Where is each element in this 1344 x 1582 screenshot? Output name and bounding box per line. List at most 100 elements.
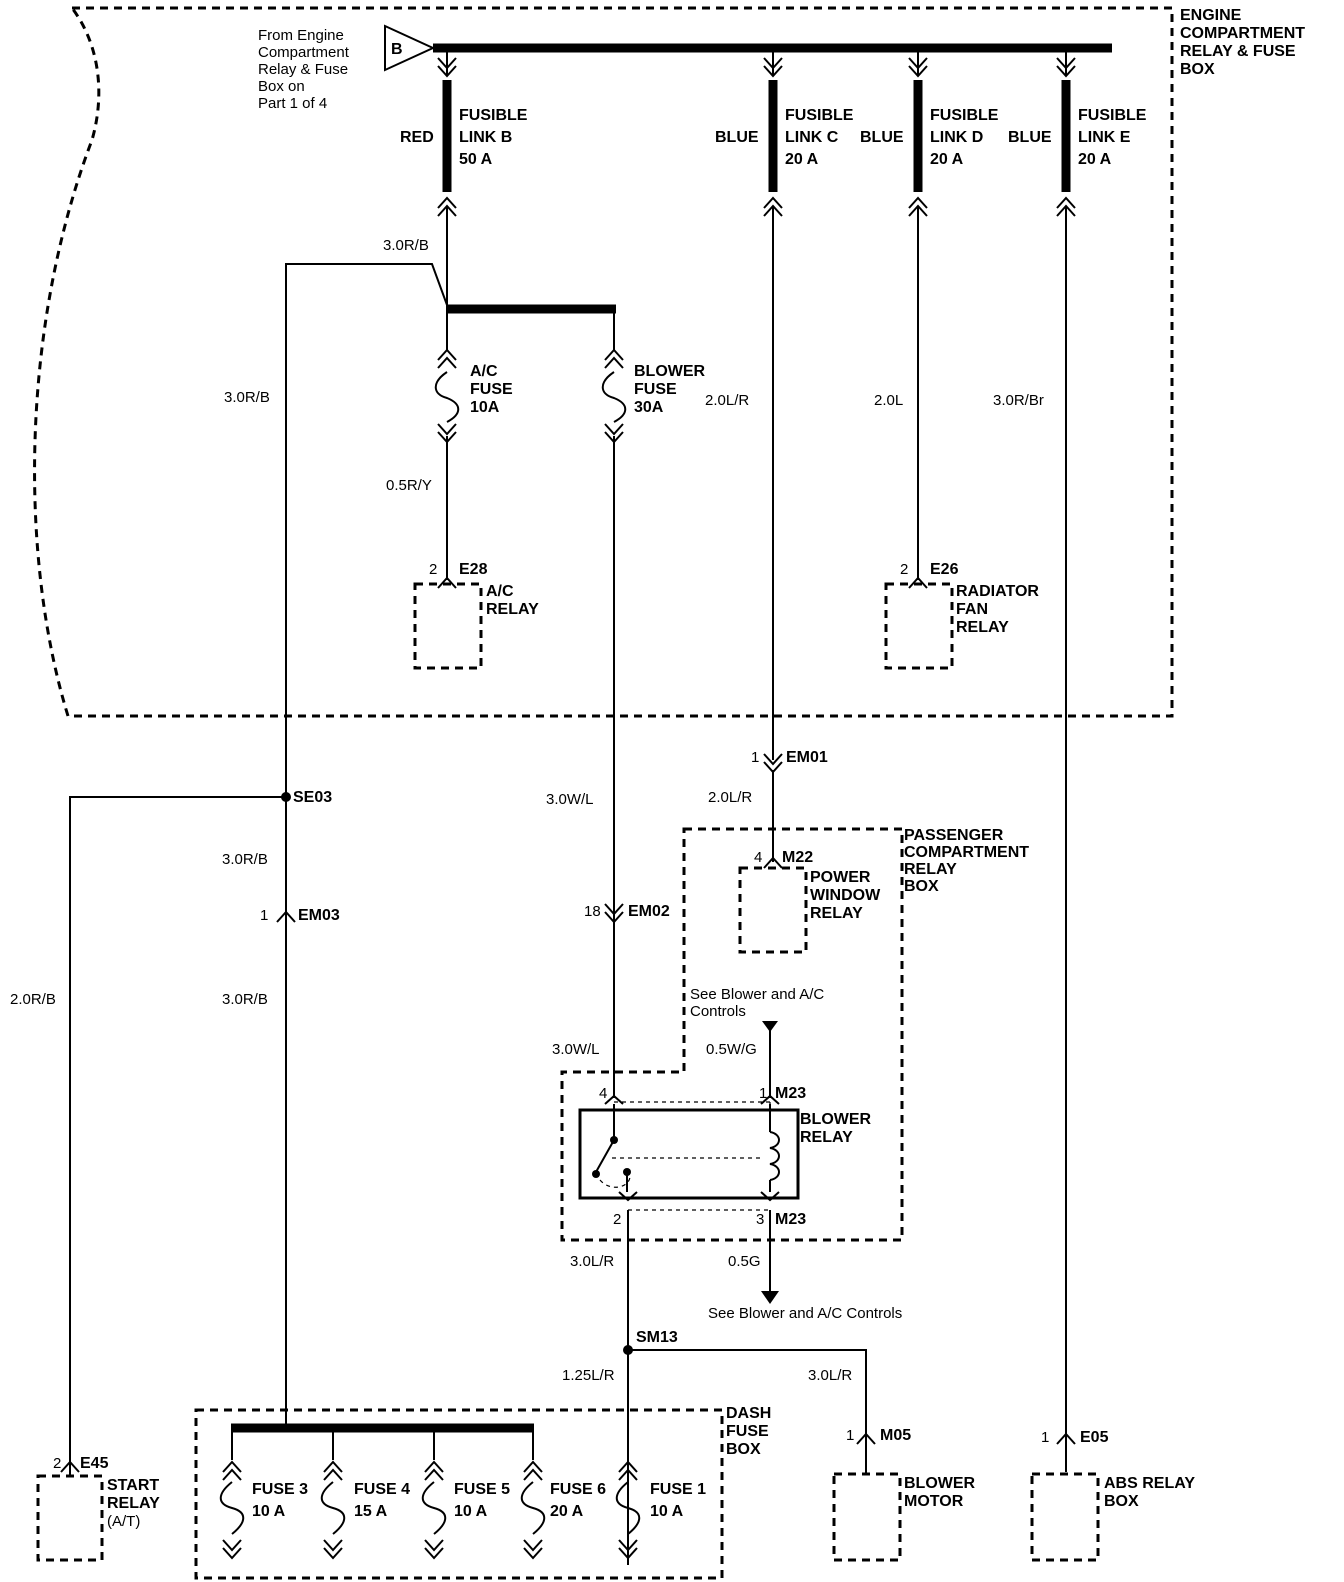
svg-text:RELAY: RELAY bbox=[486, 601, 539, 618]
svg-text:RELAY: RELAY bbox=[800, 1129, 853, 1146]
connector-id: SE03 bbox=[293, 789, 332, 806]
svg-text:20 A: 20 A bbox=[785, 151, 819, 168]
svg-text:Controls: Controls bbox=[690, 1003, 746, 1020]
blower-fuse-label: BLOWER FUSE 30A bbox=[634, 363, 706, 416]
svg-text:RELAY: RELAY bbox=[956, 619, 1009, 636]
source-connector-b bbox=[384, 24, 436, 72]
wire-label: 3.0R/B bbox=[222, 991, 268, 1008]
pin-number: 4 bbox=[754, 849, 762, 866]
svg-text:RELAY: RELAY bbox=[810, 905, 863, 922]
wire-label: 3.0R/B bbox=[383, 237, 429, 254]
abs-relay-box bbox=[1030, 1472, 1100, 1562]
svg-text:POWER: POWER bbox=[810, 869, 871, 886]
pin-number: 1 bbox=[846, 1427, 854, 1444]
ac-fuse-symbol bbox=[434, 348, 460, 444]
wires bbox=[69, 206, 1067, 1565]
svg-text:FUSE: FUSE bbox=[726, 1423, 769, 1440]
svg-text:BLUE: BLUE bbox=[1008, 129, 1052, 146]
svg-text:50 A: 50 A bbox=[459, 151, 493, 168]
connector-id: E05 bbox=[1080, 1429, 1109, 1446]
se03-splice bbox=[281, 792, 291, 802]
svg-text:A/C: A/C bbox=[486, 583, 514, 600]
connector-id: M23 bbox=[775, 1211, 806, 1228]
sm13-splice bbox=[623, 1345, 633, 1355]
svg-text:FUSE 3: FUSE 3 bbox=[252, 1481, 308, 1498]
svg-text:BLUE: BLUE bbox=[860, 129, 904, 146]
connector-id: EM01 bbox=[786, 749, 828, 766]
start-relay-label: START RELAY (A/T) bbox=[107, 1477, 160, 1530]
svg-text:From Engine: From Engine bbox=[258, 27, 344, 44]
svg-text:ENGINE: ENGINE bbox=[1180, 7, 1242, 24]
svg-text:RELAY: RELAY bbox=[904, 861, 957, 878]
pin-number: 1 bbox=[1041, 1429, 1049, 1446]
connector-id: E45 bbox=[80, 1455, 109, 1472]
connector-id: M05 bbox=[880, 1427, 911, 1444]
svg-text:DASH: DASH bbox=[726, 1405, 771, 1422]
svg-text:FUSE: FUSE bbox=[470, 381, 513, 398]
dash-fuse-box-outline bbox=[194, 1408, 724, 1580]
pin-number: 1 bbox=[759, 1085, 767, 1102]
svg-text:LINK B: LINK B bbox=[459, 129, 512, 146]
pin-number: 1 bbox=[751, 749, 759, 766]
svg-text:START: START bbox=[107, 1477, 159, 1494]
connector-id: E28 bbox=[459, 561, 488, 578]
connector-id: SM13 bbox=[636, 1329, 678, 1346]
svg-text:10 A: 10 A bbox=[650, 1503, 684, 1520]
blower-motor-label: BLOWER MOTOR bbox=[904, 1475, 976, 1510]
svg-text:20 A: 20 A bbox=[1078, 151, 1112, 168]
wire-label: 0.5W/G bbox=[706, 1041, 757, 1058]
svg-text:30A: 30A bbox=[634, 399, 664, 416]
start-relay-box bbox=[36, 1474, 104, 1562]
fusible-link-d-label: BLUE FUSIBLE LINK D 20 A bbox=[860, 107, 999, 168]
abs-relay-box-label: ABS RELAY BOX bbox=[1104, 1475, 1195, 1510]
pin-number: 2 bbox=[429, 561, 437, 578]
dash-fuse-labels: FUSE 3 10 A FUSE 4 15 A FUSE 5 10 A FUSE… bbox=[252, 1481, 706, 1520]
dash-fuse-box-label: DASH FUSE BOX bbox=[726, 1405, 771, 1458]
svg-text:LINK C: LINK C bbox=[785, 129, 839, 146]
wire-label: 3.0W/L bbox=[552, 1041, 600, 1058]
wire-label: 3.0R/B bbox=[222, 851, 268, 868]
svg-text:BLOWER: BLOWER bbox=[800, 1111, 872, 1128]
svg-text:FUSIBLE: FUSIBLE bbox=[785, 107, 854, 124]
engine-compartment-box-label: ENGINE COMPARTMENT RELAY & FUSE BOX bbox=[1180, 7, 1305, 78]
fusible-link-e-label: BLUE FUSIBLE LINK E 20 A bbox=[1008, 107, 1147, 168]
see-blower-controls-note-bottom: See Blower and A/C Controls bbox=[708, 1305, 902, 1322]
svg-text:RELAY & FUSE: RELAY & FUSE bbox=[1180, 43, 1296, 60]
power-window-relay-box bbox=[738, 866, 808, 954]
ac-relay-label: A/C RELAY bbox=[486, 583, 539, 618]
pin-number: 2 bbox=[53, 1455, 61, 1472]
source-label: From Engine Compartment Relay & Fuse Box… bbox=[258, 27, 350, 112]
wire-label: 2.0R/B bbox=[10, 991, 56, 1008]
pin-number: 18 bbox=[584, 903, 601, 920]
svg-text:FUSE 5: FUSE 5 bbox=[454, 1481, 510, 1498]
pin-number: 2 bbox=[900, 561, 908, 578]
svg-text:Compartment: Compartment bbox=[258, 44, 350, 61]
svg-text:FUSIBLE: FUSIBLE bbox=[930, 107, 999, 124]
svg-text:BOX: BOX bbox=[726, 1441, 761, 1458]
ac-fuse-label: A/C FUSE 10A bbox=[470, 363, 513, 416]
blower-motor-box bbox=[832, 1472, 902, 1562]
svg-text:LINK E: LINK E bbox=[1078, 129, 1131, 146]
ac-relay-box bbox=[413, 582, 483, 670]
wire-label: 2.0L/R bbox=[708, 789, 752, 806]
connector-id: M23 bbox=[775, 1085, 806, 1102]
svg-text:Part 1 of 4: Part 1 of 4 bbox=[258, 95, 327, 112]
connector-id: EM02 bbox=[628, 903, 670, 920]
control-out-arrow bbox=[761, 1291, 779, 1304]
svg-text:10 A: 10 A bbox=[252, 1503, 286, 1520]
fusible-link-c-label: BLUE FUSIBLE LINK C 20 A bbox=[715, 107, 854, 168]
wire-label: 1.25L/R bbox=[562, 1367, 615, 1384]
passenger-compartment-box-outline bbox=[560, 827, 904, 1242]
control-in-arrow bbox=[762, 1021, 778, 1032]
connector-id: M22 bbox=[782, 849, 813, 866]
see-blower-controls-note-top: See Blower and A/C Controls bbox=[690, 986, 824, 1020]
svg-text:BOX: BOX bbox=[1104, 1493, 1139, 1510]
blower-fuse-symbol bbox=[601, 348, 627, 444]
svg-text:BLOWER: BLOWER bbox=[904, 1475, 976, 1492]
svg-text:PASSENGER: PASSENGER bbox=[904, 827, 1004, 844]
pin-number: 4 bbox=[599, 1085, 607, 1102]
svg-text:A/C: A/C bbox=[470, 363, 498, 380]
wire-label: 0.5G bbox=[728, 1253, 761, 1270]
svg-text:COMPARTMENT: COMPARTMENT bbox=[1180, 25, 1305, 42]
svg-text:WINDOW: WINDOW bbox=[810, 887, 881, 904]
